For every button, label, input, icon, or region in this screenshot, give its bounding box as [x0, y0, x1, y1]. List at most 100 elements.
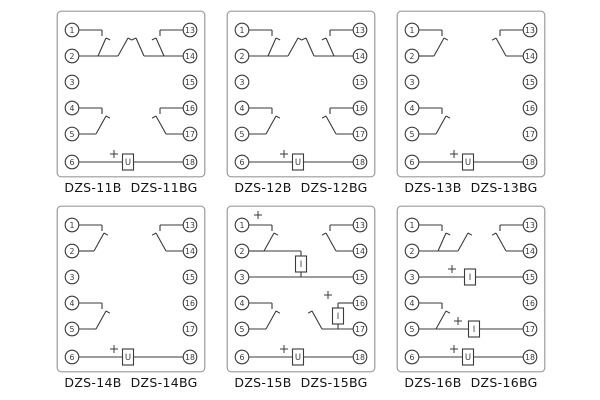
terminal-5: 5	[64, 126, 80, 142]
svg-text:5: 5	[70, 130, 75, 139]
terminal-1: 1	[404, 22, 420, 38]
svg-text:4: 4	[240, 104, 245, 113]
terminal-2: 2	[404, 243, 420, 259]
terminal-18: 18	[352, 154, 368, 170]
panel-label: DZS-13B DZS-13BG	[404, 180, 537, 195]
svg-text:1: 1	[410, 26, 415, 35]
svg-text:16: 16	[525, 299, 535, 308]
svg-text:4: 4	[410, 299, 415, 308]
svg-text:6: 6	[240, 353, 245, 362]
terminal-2: 2	[234, 48, 250, 64]
terminal-4: 4	[404, 100, 420, 116]
terminal-3: 3	[404, 269, 420, 285]
terminal-3: 3	[234, 74, 250, 90]
svg-text:2: 2	[70, 52, 75, 61]
contact-switch	[117, 37, 133, 57]
component-box-I: I	[467, 320, 481, 338]
svg-text:16: 16	[185, 104, 195, 113]
terminal-16: 16	[182, 100, 198, 116]
svg-text:I: I	[337, 312, 340, 322]
component-box-U: U	[121, 153, 135, 171]
svg-text:1: 1	[240, 26, 245, 35]
terminal-18: 18	[182, 349, 198, 365]
terminal-14: 14	[182, 48, 198, 64]
svg-text:2: 2	[240, 52, 245, 61]
terminal-4: 4	[234, 100, 250, 116]
svg-text:6: 6	[410, 158, 415, 167]
terminal-6: 6	[404, 154, 420, 170]
component-box-U: U	[291, 153, 305, 171]
svg-text:15: 15	[355, 273, 365, 282]
contact-switch	[307, 310, 323, 330]
svg-text:4: 4	[70, 104, 75, 113]
component-box-I: I	[331, 307, 345, 325]
svg-text:14: 14	[185, 52, 195, 61]
terminal-3: 3	[404, 74, 420, 90]
terminal-6: 6	[234, 154, 250, 170]
svg-text:4: 4	[410, 104, 415, 113]
svg-text:2: 2	[70, 247, 75, 256]
terminal-16: 16	[182, 295, 198, 311]
model-name-bg: DZS-15BG	[300, 375, 368, 390]
svg-text:4: 4	[70, 299, 75, 308]
panel-border	[226, 10, 376, 178]
contact-switch	[321, 37, 335, 57]
svg-text:16: 16	[185, 299, 195, 308]
svg-text:U: U	[295, 158, 301, 168]
terminal-3: 3	[64, 74, 80, 90]
terminal-1: 1	[64, 22, 80, 38]
svg-text:4: 4	[240, 299, 245, 308]
terminal-16: 16	[522, 295, 538, 311]
svg-text:15: 15	[525, 273, 535, 282]
terminal-6: 6	[234, 349, 250, 365]
terminal-18: 18	[352, 349, 368, 365]
svg-text:U: U	[465, 353, 471, 363]
contact-switch	[287, 37, 303, 57]
svg-text:I: I	[300, 260, 303, 270]
svg-text:13: 13	[355, 26, 365, 35]
terminal-5: 5	[234, 126, 250, 142]
terminal-15: 15	[352, 269, 368, 285]
svg-text:17: 17	[355, 130, 365, 139]
component-box-U: U	[291, 348, 305, 366]
contact-switch	[267, 37, 281, 57]
contact-switch	[437, 232, 451, 252]
svg-text:18: 18	[185, 158, 195, 167]
plus-sign	[448, 265, 456, 273]
svg-text:U: U	[125, 158, 131, 168]
terminal-15: 15	[182, 74, 198, 90]
terminal-4: 4	[64, 295, 80, 311]
plus-sign	[280, 150, 288, 158]
contact-switch	[321, 232, 337, 252]
contact-switch	[435, 310, 451, 330]
terminal-15: 15	[522, 74, 538, 90]
terminal-1: 1	[404, 217, 420, 233]
svg-text:16: 16	[355, 104, 365, 113]
svg-text:15: 15	[355, 78, 365, 87]
panel-border	[396, 205, 546, 373]
svg-text:I: I	[469, 273, 472, 283]
panel-border	[396, 10, 546, 178]
svg-text:6: 6	[240, 158, 245, 167]
model-name-bg: DZS-14BG	[130, 375, 198, 390]
svg-text:13: 13	[185, 221, 195, 230]
terminal-16: 16	[352, 295, 368, 311]
component-box-U: U	[461, 348, 475, 366]
panel-label: DZS-11B DZS-11BG	[64, 180, 197, 195]
plus-sign	[280, 345, 288, 353]
contact-switch	[265, 115, 281, 135]
svg-text:2: 2	[240, 247, 245, 256]
plus-sign	[324, 291, 332, 299]
svg-text:13: 13	[525, 221, 535, 230]
contact-switch	[131, 37, 145, 57]
svg-text:17: 17	[525, 130, 535, 139]
svg-text:3: 3	[410, 273, 415, 282]
svg-text:U: U	[465, 158, 471, 168]
svg-text:6: 6	[410, 353, 415, 362]
